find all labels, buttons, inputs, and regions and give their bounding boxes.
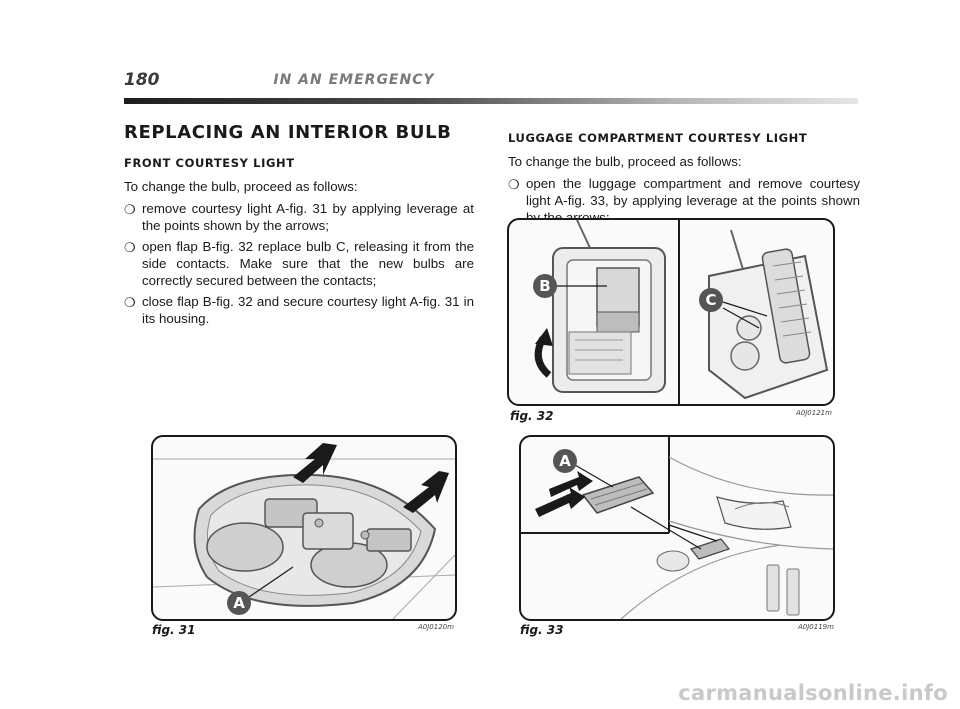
- main-heading: REPLACING AN INTERIOR BULB: [124, 122, 452, 143]
- bullet-icon: ❍: [124, 202, 136, 217]
- list-item: ❍ open flap B-fig. 32 replace bulb C, rel…: [124, 238, 474, 289]
- fig33-caption: fig. 33: [520, 623, 564, 637]
- figure-33: A: [519, 435, 835, 621]
- fig32-illustration: B C: [533, 220, 829, 404]
- callout-c: C: [705, 291, 716, 309]
- fig32-caption: fig. 32: [510, 409, 554, 423]
- luggage-courtesy-intro: To change the bulb, proceed as follows:: [508, 154, 742, 169]
- section-title: IN AN EMERGENCY: [273, 72, 435, 88]
- page-number: 180: [124, 70, 160, 90]
- callout-a: A: [559, 452, 571, 470]
- fig32-code: A0J0121m: [796, 409, 832, 417]
- fig31-caption: fig. 31: [152, 623, 196, 637]
- fig31-illustration: A: [153, 443, 455, 619]
- front-courtesy-heading: FRONT COURTESY LIGHT: [124, 156, 295, 170]
- step-text: open flap B-fig. 32 replace bulb C, rele…: [142, 239, 474, 288]
- luggage-courtesy-steps: ❍ open the luggage compartment and remove…: [508, 175, 860, 226]
- fig33-code: A0J0119m: [798, 623, 834, 631]
- left-column: REPLACING AN INTERIOR BULB FRONT COURTES…: [124, 124, 474, 331]
- callout-b: B: [539, 277, 550, 295]
- page-header: 180 IN AN EMERGENCY: [124, 70, 864, 94]
- bullet-icon: ❍: [124, 240, 136, 255]
- step-text: remove courtesy light A-fig. 31 by apply…: [142, 201, 474, 233]
- bullet-icon: ❍: [124, 295, 136, 310]
- front-courtesy-intro: To change the bulb, proceed as follows:: [124, 179, 358, 194]
- figure-31: A: [151, 435, 457, 621]
- step-text: close flap B-fig. 32 and secure courtesy…: [142, 294, 474, 326]
- luggage-courtesy-heading: LUGGAGE COMPARTMENT COURTESY LIGHT: [508, 131, 808, 145]
- callout-a: A: [233, 594, 245, 612]
- fig31-code: A0J0120m: [418, 623, 454, 631]
- figure-32: B C: [507, 218, 835, 406]
- right-column: LUGGAGE COMPARTMENT COURTESY LIGHT To ch…: [508, 124, 860, 230]
- front-courtesy-steps: ❍ remove courtesy light A-fig. 31 by appl…: [124, 200, 474, 327]
- header-rule: [124, 98, 858, 104]
- step-text: open the luggage compartment and remove …: [526, 176, 860, 225]
- fig33-illustration: A: [521, 437, 833, 619]
- list-item: ❍ close flap B-fig. 32 and secure courtes…: [124, 293, 474, 327]
- list-item: ❍ remove courtesy light A-fig. 31 by appl…: [124, 200, 474, 234]
- watermark: carmanualsonline.info: [678, 681, 948, 705]
- list-item: ❍ open the luggage compartment and remove…: [508, 175, 860, 226]
- bullet-icon: ❍: [508, 177, 520, 192]
